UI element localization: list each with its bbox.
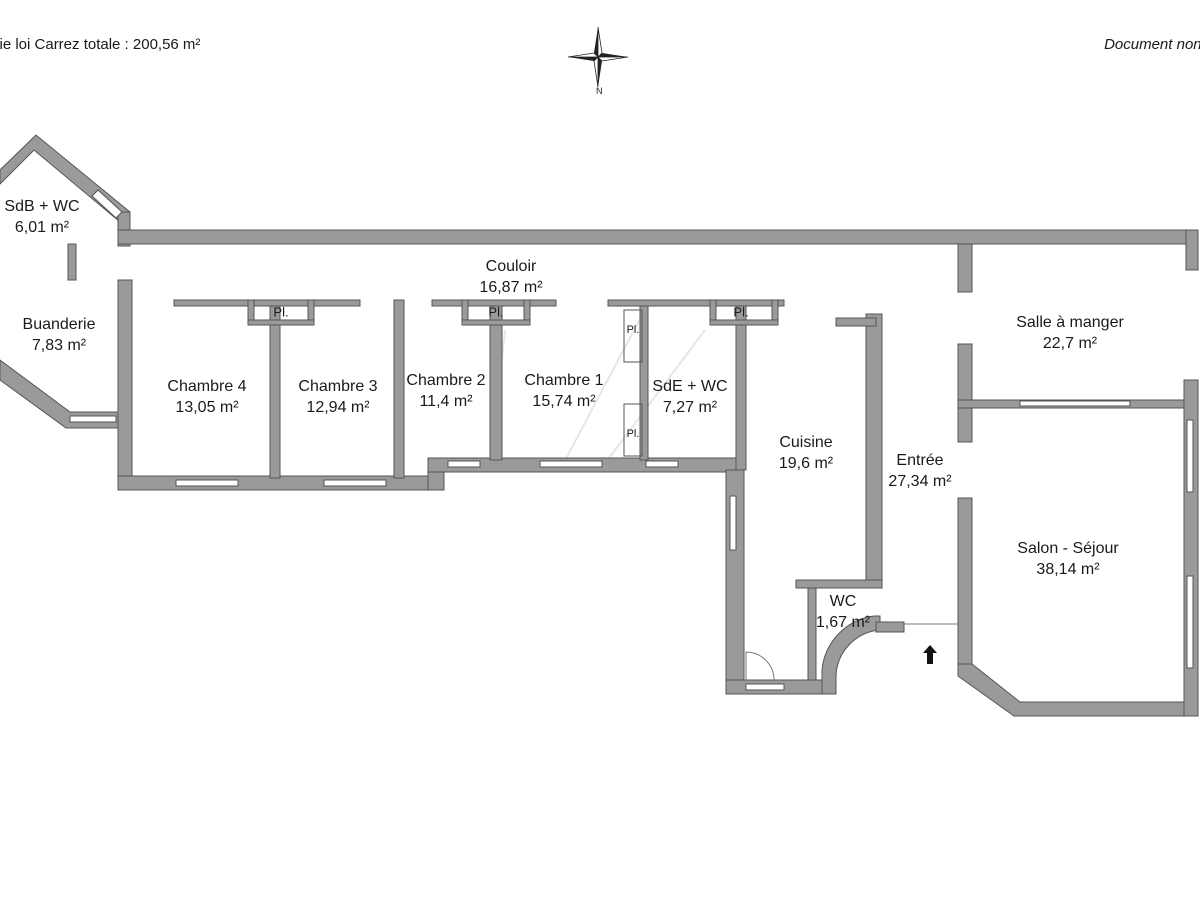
room-area: 7,83 m² (31, 337, 87, 354)
room-chambre4: Chambre 4 13,05 m² (167, 376, 246, 418)
room-couloir: Couloir 16,87 m² (479, 256, 542, 298)
room-name: Chambre 2 (406, 372, 486, 389)
room-area: 27,34 m² (888, 473, 952, 490)
doors (745, 623, 958, 681)
north-label: N (596, 86, 603, 96)
room-area: 38,14 m² (1036, 561, 1100, 578)
disclaimer-label: Document non con (1104, 36, 1200, 53)
room-cuisine: Cuisine 19,6 m² (779, 432, 833, 474)
placard-label: Pl. (626, 428, 640, 440)
placard-label: Pl. (273, 304, 289, 320)
room-name: Salle à manger (1016, 314, 1124, 331)
windows (69, 189, 1194, 691)
room-area: 1,67 m² (815, 614, 871, 631)
room-area: 12,94 m² (306, 399, 370, 416)
room-sde-wc: SdE + WC 7,27 m² (652, 376, 727, 418)
room-area: 7,27 m² (662, 399, 718, 416)
room-buanderie: Buanderie 7,83 m² (23, 314, 96, 356)
room-area: 6,01 m² (14, 219, 70, 236)
room-name: Couloir (485, 258, 537, 275)
room-name: Chambre 3 (298, 378, 378, 395)
room-chambre2: Chambre 2 11,4 m² (406, 370, 485, 412)
total-area-label: cie loi Carrez totale : 200,56 m² (0, 36, 201, 53)
room-chambre1: Chambre 1 15,74 m² (524, 370, 603, 412)
room-wc: WC 1,67 m² (816, 591, 870, 633)
room-area: 22,7 m² (1042, 335, 1098, 352)
walls (0, 134, 1199, 717)
room-area: 11,4 m² (419, 393, 473, 410)
room-area: 15,74 m² (532, 393, 596, 410)
room-name: SdE + WC (652, 378, 728, 395)
room-chambre3: Chambre 3 12,94 m² (298, 376, 377, 418)
room-name: Entrée (896, 452, 944, 469)
room-area: 16,87 m² (479, 279, 543, 296)
placard-label: Pl. (733, 304, 749, 320)
room-salon-sejour: Salon - Séjour 38,14 m² (1017, 538, 1118, 580)
room-name: Cuisine (779, 434, 833, 451)
placard-label: Pl. (626, 324, 640, 336)
room-entree: Entrée 27,34 m² (888, 450, 951, 492)
room-name: Chambre 1 (524, 372, 604, 389)
room-name: SdB + WC (4, 198, 80, 215)
room-salle-a-manger: Salle à manger 22,7 m² (1016, 312, 1124, 354)
room-name: Chambre 4 (167, 378, 247, 395)
room-area: 13,05 m² (175, 399, 239, 416)
compass-icon (567, 26, 629, 88)
room-area: 19,6 m² (778, 455, 834, 472)
room-sdb-wc: SdB + WC 6,01 m² (4, 196, 79, 238)
placard-label: Pl. (488, 304, 504, 320)
entrance-arrow-icon (923, 645, 937, 664)
room-name: Buanderie (22, 316, 96, 333)
room-name: WC (829, 593, 857, 610)
room-name: Salon - Séjour (1017, 540, 1119, 557)
